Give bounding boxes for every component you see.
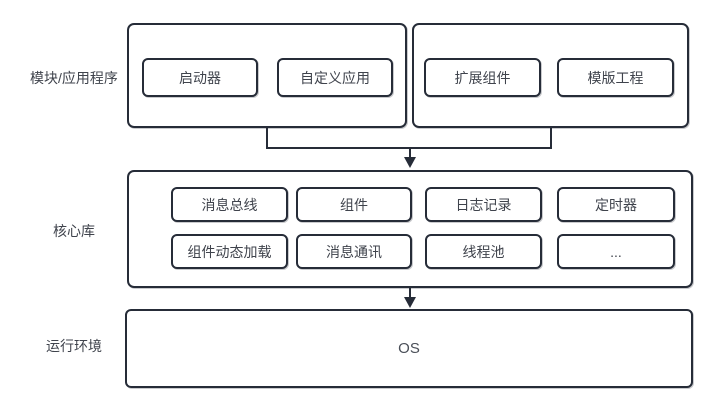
modules-left-group: 启动器 自定义应用 — [127, 23, 407, 128]
module-box-extension: 扩展组件 — [424, 58, 541, 97]
module-box-launcher: 启动器 — [142, 58, 258, 97]
module-box-template: 模版工程 — [557, 58, 674, 97]
core-library-group: 消息总线 组件 日志记录 定时器 组件动态加载 消息通讯 线程池 ... — [127, 170, 693, 288]
core-box-component: 组件 — [296, 187, 412, 222]
os-box-label: OS — [398, 340, 420, 357]
module-box-custom-app: 自定义应用 — [277, 58, 393, 97]
core-box-more: ... — [557, 234, 675, 269]
module-box-template-label: 模版工程 — [587, 69, 644, 86]
core-box-dynamic-loading: 组件动态加载 — [171, 234, 288, 269]
core-box-dynamic-loading-label: 组件动态加载 — [187, 243, 272, 260]
core-box-logging-label: 日志记录 — [455, 196, 512, 213]
core-box-logging: 日志记录 — [425, 187, 542, 222]
core-box-timer: 定时器 — [557, 187, 675, 222]
connector-right-drop-line — [550, 128, 552, 149]
layer-label-core: 核心库 — [53, 223, 95, 239]
module-box-custom-app-label: 自定义应用 — [300, 69, 370, 86]
core-box-more-label: ... — [610, 243, 622, 260]
core-box-timer-label: 定时器 — [595, 196, 637, 213]
core-box-thread-pool-label: 线程池 — [462, 243, 505, 260]
layer-label-runtime: 运行环境 — [46, 338, 102, 354]
os-box: OS — [125, 309, 693, 388]
layer-label-modules: 模块/应用程序 — [30, 70, 118, 86]
core-to-os-arrow-stem — [409, 288, 411, 298]
core-box-thread-pool: 线程池 — [425, 234, 542, 269]
modules-to-core-arrowhead-icon — [404, 157, 416, 168]
core-to-os-arrowhead-icon — [404, 297, 416, 308]
core-box-message-bus-label: 消息总线 — [201, 196, 258, 213]
modules-to-core-arrow-stem — [409, 147, 411, 159]
module-box-extension-label: 扩展组件 — [454, 69, 511, 86]
core-box-component-label: 组件 — [340, 196, 368, 213]
modules-right-group: 扩展组件 模版工程 — [412, 23, 689, 128]
core-box-messaging: 消息通讯 — [296, 234, 412, 269]
core-box-message-bus: 消息总线 — [171, 187, 288, 222]
module-box-launcher-label: 启动器 — [179, 69, 221, 86]
core-box-messaging-label: 消息通讯 — [326, 243, 382, 260]
connector-left-drop-line — [266, 128, 268, 149]
